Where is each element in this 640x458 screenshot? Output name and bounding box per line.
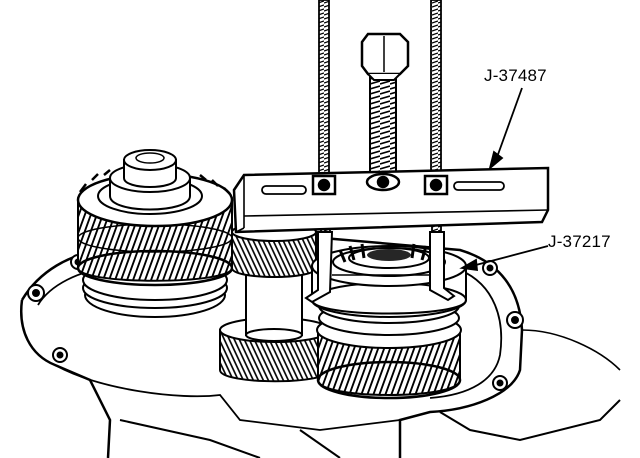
- tool-label-j37487: J-37487: [484, 66, 547, 85]
- callout-leaders: [459, 87, 549, 272]
- forcing-screw: [360, 32, 410, 183]
- tool-label-j37217: J-37217: [548, 232, 611, 251]
- left-gear-cluster: [76, 149, 234, 318]
- puller-crossbar: [232, 166, 550, 234]
- right-gear-cluster: [311, 243, 467, 400]
- puller-legs: [304, 231, 456, 304]
- center-shaft-gear: [219, 222, 331, 383]
